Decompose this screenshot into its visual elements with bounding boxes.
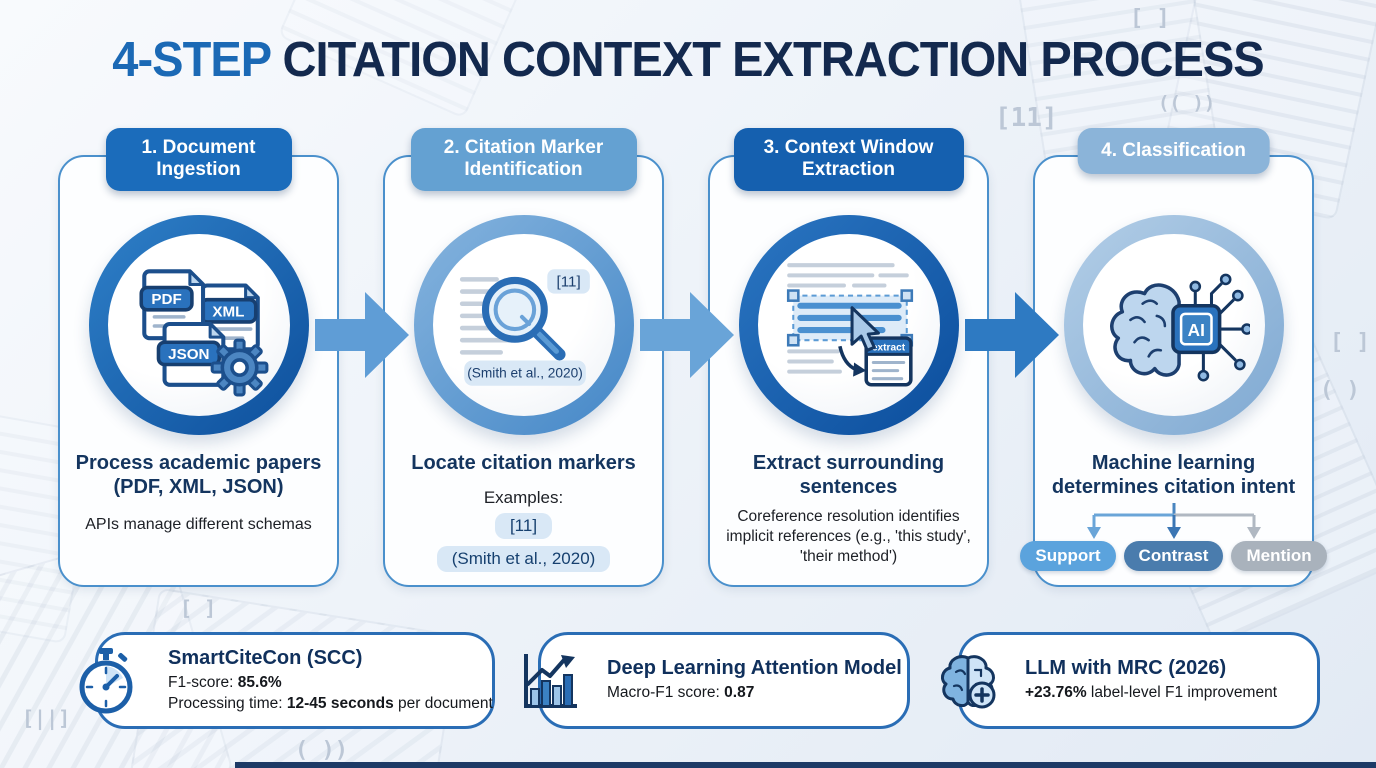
step-circle: AI [1063, 215, 1284, 435]
svg-text:XML: XML [212, 303, 244, 320]
step-subtext: APIs manage different schemas [85, 516, 312, 533]
classification-branch-arrows [1086, 503, 1261, 539]
brain-plus-icon [941, 654, 996, 708]
step-badge: 1. Document Ingestion [105, 128, 292, 191]
bottom-accent-bar [235, 762, 1376, 768]
page-title-highlight: 4-STEP [112, 33, 271, 87]
result-line: Macro-F1 score: 0.87 [607, 684, 755, 702]
label-mention: Mention [1231, 541, 1327, 571]
step-circle: extract [738, 215, 959, 435]
result-title: Deep Learning Attention Model [607, 657, 902, 680]
result-box-smartcitecon: SmartCiteCon (SCC) F1-score: 85.6% Proce… [79, 632, 495, 729]
step-card-document-ingestion: 1. Document Ingestion XML [58, 128, 339, 587]
background-glyph: (( )) [1158, 92, 1216, 114]
step-circle: XML PDF JSON [88, 215, 309, 435]
examples-label: Examples: [483, 488, 564, 507]
svg-text:extract: extract [871, 342, 905, 353]
document-ingestion-icon: XML PDF JSON [138, 269, 268, 397]
result-box-llm-mrc: LLM with MRC (2026) +23.76% label-level … [941, 632, 1320, 729]
step-card-context-window-extraction: 3. Context Window Extraction [708, 128, 989, 587]
page-title: 4-STEP CITATION CONTEXT EXTRACTION PROCE… [28, 32, 1349, 88]
classification-pills: Support Contrast Mention [1020, 541, 1327, 571]
svg-text:PDF: PDF [151, 291, 181, 308]
step-badge: 4. Classification [1077, 128, 1270, 175]
result-line: F1-score: 85.6% [168, 673, 282, 691]
background-glyph: [||] [22, 706, 71, 730]
flow-arrow-icon [965, 292, 1059, 378]
result-line: +23.76% label-level F1 improvement [1025, 684, 1278, 702]
bar-chart-icon [524, 653, 577, 708]
svg-text:(Smith et al., 2020): (Smith et al., 2020) [467, 366, 583, 381]
background-glyph: [ ] [1130, 6, 1170, 31]
flow-arrow-icon [315, 292, 409, 378]
step-circle: [11] (Smith et al., 2020) [413, 215, 634, 435]
example-citation-author-year: (Smith et al., 2020) [436, 546, 611, 572]
background-glyph: ( )) [295, 738, 348, 763]
label-contrast: Contrast [1123, 541, 1224, 571]
page-title-rest: CITATION CONTEXT EXTRACTION PROCESS [270, 33, 1264, 87]
background-glyph: [ ] [1330, 330, 1370, 355]
step-badge: 3. Context Window Extraction [733, 128, 964, 191]
step-card-classification: 4. Classification [1020, 128, 1327, 587]
svg-text:[11]: [11] [556, 273, 580, 290]
background-glyph: ( ) [1320, 378, 1360, 403]
step-subtext: Coreference resolution identifies implic… [726, 508, 971, 565]
result-title: SmartCiteCon (SCC) [168, 646, 363, 669]
step-badge: 2. Citation Marker Identification [410, 128, 637, 191]
svg-text:JSON: JSON [168, 346, 209, 363]
step-card-citation-marker-identification: 2. Citation Marker Identification [11] [383, 128, 664, 587]
result-box-deep-learning: Deep Learning Attention Model Macro-F1 s… [524, 632, 910, 729]
citation-search-icon: [11] (Smith et al., 2020) [459, 269, 590, 386]
background-glyph: [11] [995, 103, 1058, 133]
flow-arrow-icon [640, 292, 734, 378]
label-support: Support [1020, 541, 1116, 571]
result-title: LLM with MRC (2026) [1025, 657, 1227, 680]
step-heading: Process academic papers (PDF, XML, JSON) [75, 452, 322, 499]
svg-text:AI: AI [1187, 320, 1204, 340]
result-line: Processing time: 12-45 seconds per docum… [168, 694, 493, 712]
context-selection-icon: extract [786, 263, 913, 387]
background-glyph: [ ] [180, 596, 217, 620]
step-heading: Machine learning determines citation int… [1051, 452, 1296, 499]
step-heading: Extract surrounding sentences [752, 452, 945, 499]
example-citation-numeric: [11] [494, 513, 553, 539]
step-heading: Locate citation markers [411, 452, 636, 474]
ai-brain-chip-icon: AI [1109, 273, 1250, 382]
stopwatch-icon [79, 647, 133, 713]
